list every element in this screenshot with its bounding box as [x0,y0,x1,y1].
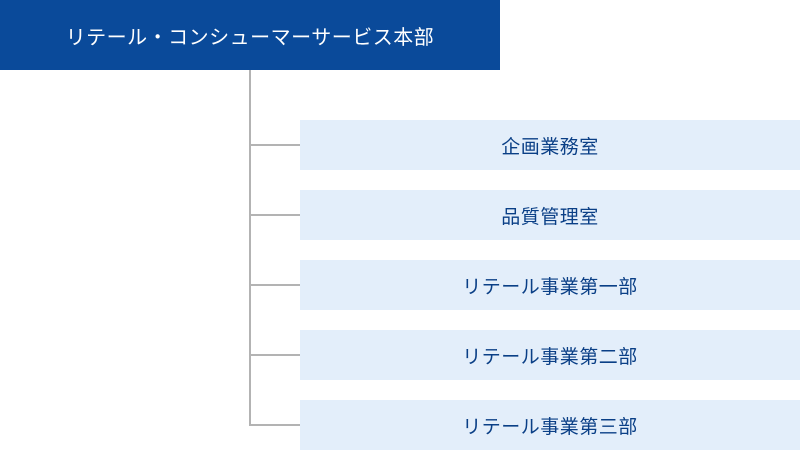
child-department-box: リテール事業第二部 [300,330,800,380]
child-department-box: リテール事業第一部 [300,260,800,310]
root-department-box: リテール・コンシューマーサービス本部 [0,0,500,70]
child-department-label: リテール事業第二部 [462,345,638,368]
root-department-label: リテール・コンシューマーサービス本部 [65,24,435,49]
child-department-box: リテール事業第三部 [300,400,800,450]
child-department-label: リテール事業第一部 [462,275,638,298]
child-department-label: リテール事業第三部 [462,415,638,438]
child-department-box: 品質管理室 [300,190,800,240]
trunk-connector [249,70,251,426]
branch-connector [249,424,300,426]
branch-connector [249,284,300,286]
child-department-box: 企画業務室 [300,120,800,170]
child-department-label: 品質管理室 [501,205,599,228]
branch-connector [249,214,300,216]
child-department-label: 企画業務室 [501,135,599,158]
branch-connector [249,354,300,356]
branch-connector [249,144,300,146]
